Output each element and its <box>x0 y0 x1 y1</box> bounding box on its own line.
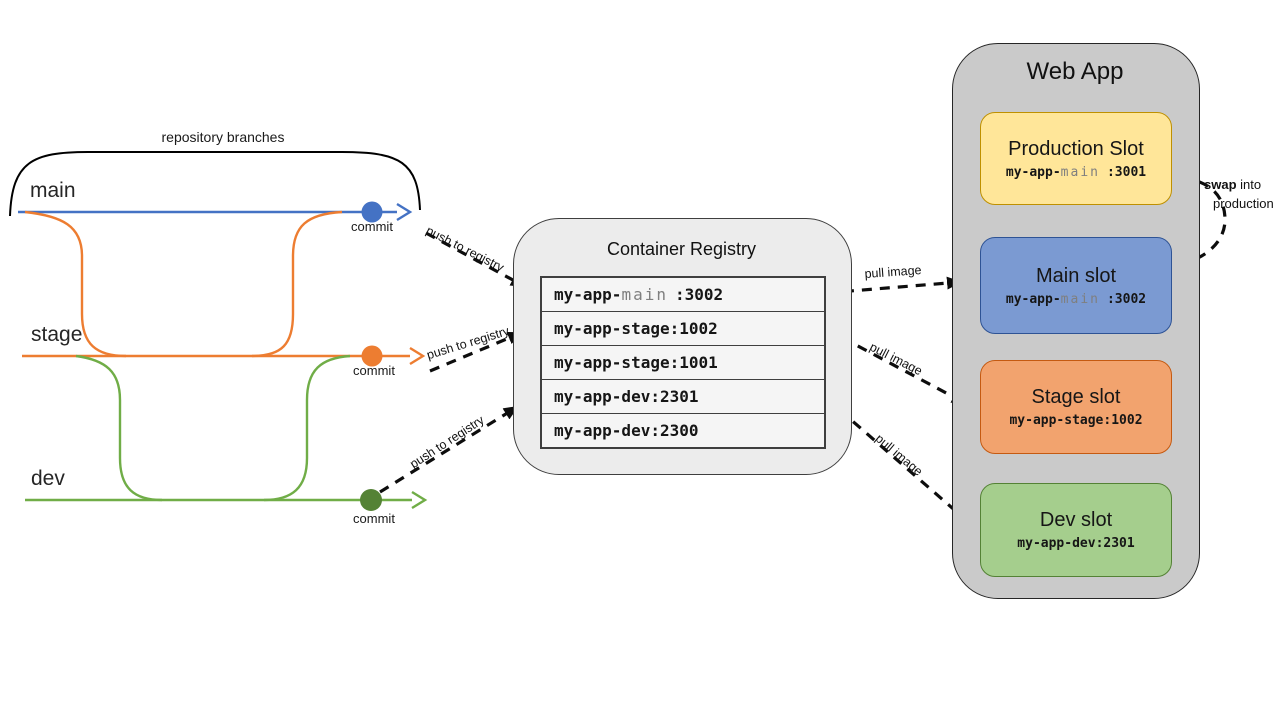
commit-label-dev: commit <box>353 511 395 526</box>
image-text: my-app-main:3002 <box>554 285 724 304</box>
image-text: my-app-dev:2300 <box>554 421 699 440</box>
stage-branch-arrowhead <box>409 346 426 366</box>
main-slot: Main slot my-app-main:3002 <box>980 237 1172 334</box>
slot-title: Dev slot <box>1039 509 1113 531</box>
main-branch-arrowhead <box>396 202 413 222</box>
slot-title: Production Slot <box>1008 137 1144 160</box>
stage-merge-in-curve <box>251 210 343 358</box>
dev-slot: Dev slot my-app-dev:2301 <box>980 483 1172 577</box>
swap-arrow <box>1161 172 1227 270</box>
image-text: my-app-stage:1001 <box>554 353 718 372</box>
push-arrow-dev <box>379 405 519 494</box>
slot-image: my-app-main:3001 <box>1005 164 1147 180</box>
dev-branch-arrowhead <box>411 490 428 510</box>
slot-title: Stage slot <box>1031 386 1121 408</box>
image-text: my-app-dev:2301 <box>554 387 699 406</box>
stage-branch-out-curve <box>24 210 127 358</box>
repository-brace <box>9 151 421 217</box>
registry-row-stage-1001: my-app-stage:1001 <box>542 346 824 380</box>
slot-title: Main slot <box>1035 264 1117 287</box>
registry-row-dev-2300: my-app-dev:2300 <box>542 414 824 447</box>
registry-row-main: my-app-main:3002 <box>542 278 824 312</box>
branch-label-stage: stage <box>31 323 83 346</box>
production-slot: Production Slot my-app-main:3001 <box>980 112 1172 205</box>
dev-branch-out-curve <box>75 354 163 502</box>
commit-dot-main <box>361 201 383 223</box>
branch-label-main: main <box>30 179 76 202</box>
pull-arrow-dev <box>824 396 968 522</box>
push-arrow-main <box>425 231 526 288</box>
slot-image: my-app-dev:2301 <box>1017 536 1135 551</box>
stage-slot: Stage slot my-app-stage:1002 <box>980 360 1172 454</box>
slot-image: my-app-main:3002 <box>1005 291 1147 307</box>
branch-label-dev: dev <box>31 467 65 490</box>
registry-row-dev-2301: my-app-dev:2301 <box>542 380 824 414</box>
image-text: my-app-stage:1002 <box>554 319 718 338</box>
dev-merge-in-curve <box>263 354 351 502</box>
slot-image: my-app-stage:1002 <box>1009 413 1143 428</box>
registry-image-table: my-app-main:3002 my-app-stage:1002 my-ap… <box>540 276 826 449</box>
swap-into-production-label: swap into production <box>1204 177 1274 211</box>
commit-label-main: commit <box>351 219 393 234</box>
container-registry-title: Container Registry <box>606 239 757 259</box>
registry-row-stage-1002: my-app-stage:1002 <box>542 312 824 346</box>
repository-branches-label: repository branches <box>161 129 285 145</box>
commit-dot-stage <box>361 345 383 367</box>
web-app-title: Web App <box>1026 58 1124 85</box>
commit-label-stage: commit <box>353 363 395 378</box>
commit-dot-dev <box>360 489 382 511</box>
